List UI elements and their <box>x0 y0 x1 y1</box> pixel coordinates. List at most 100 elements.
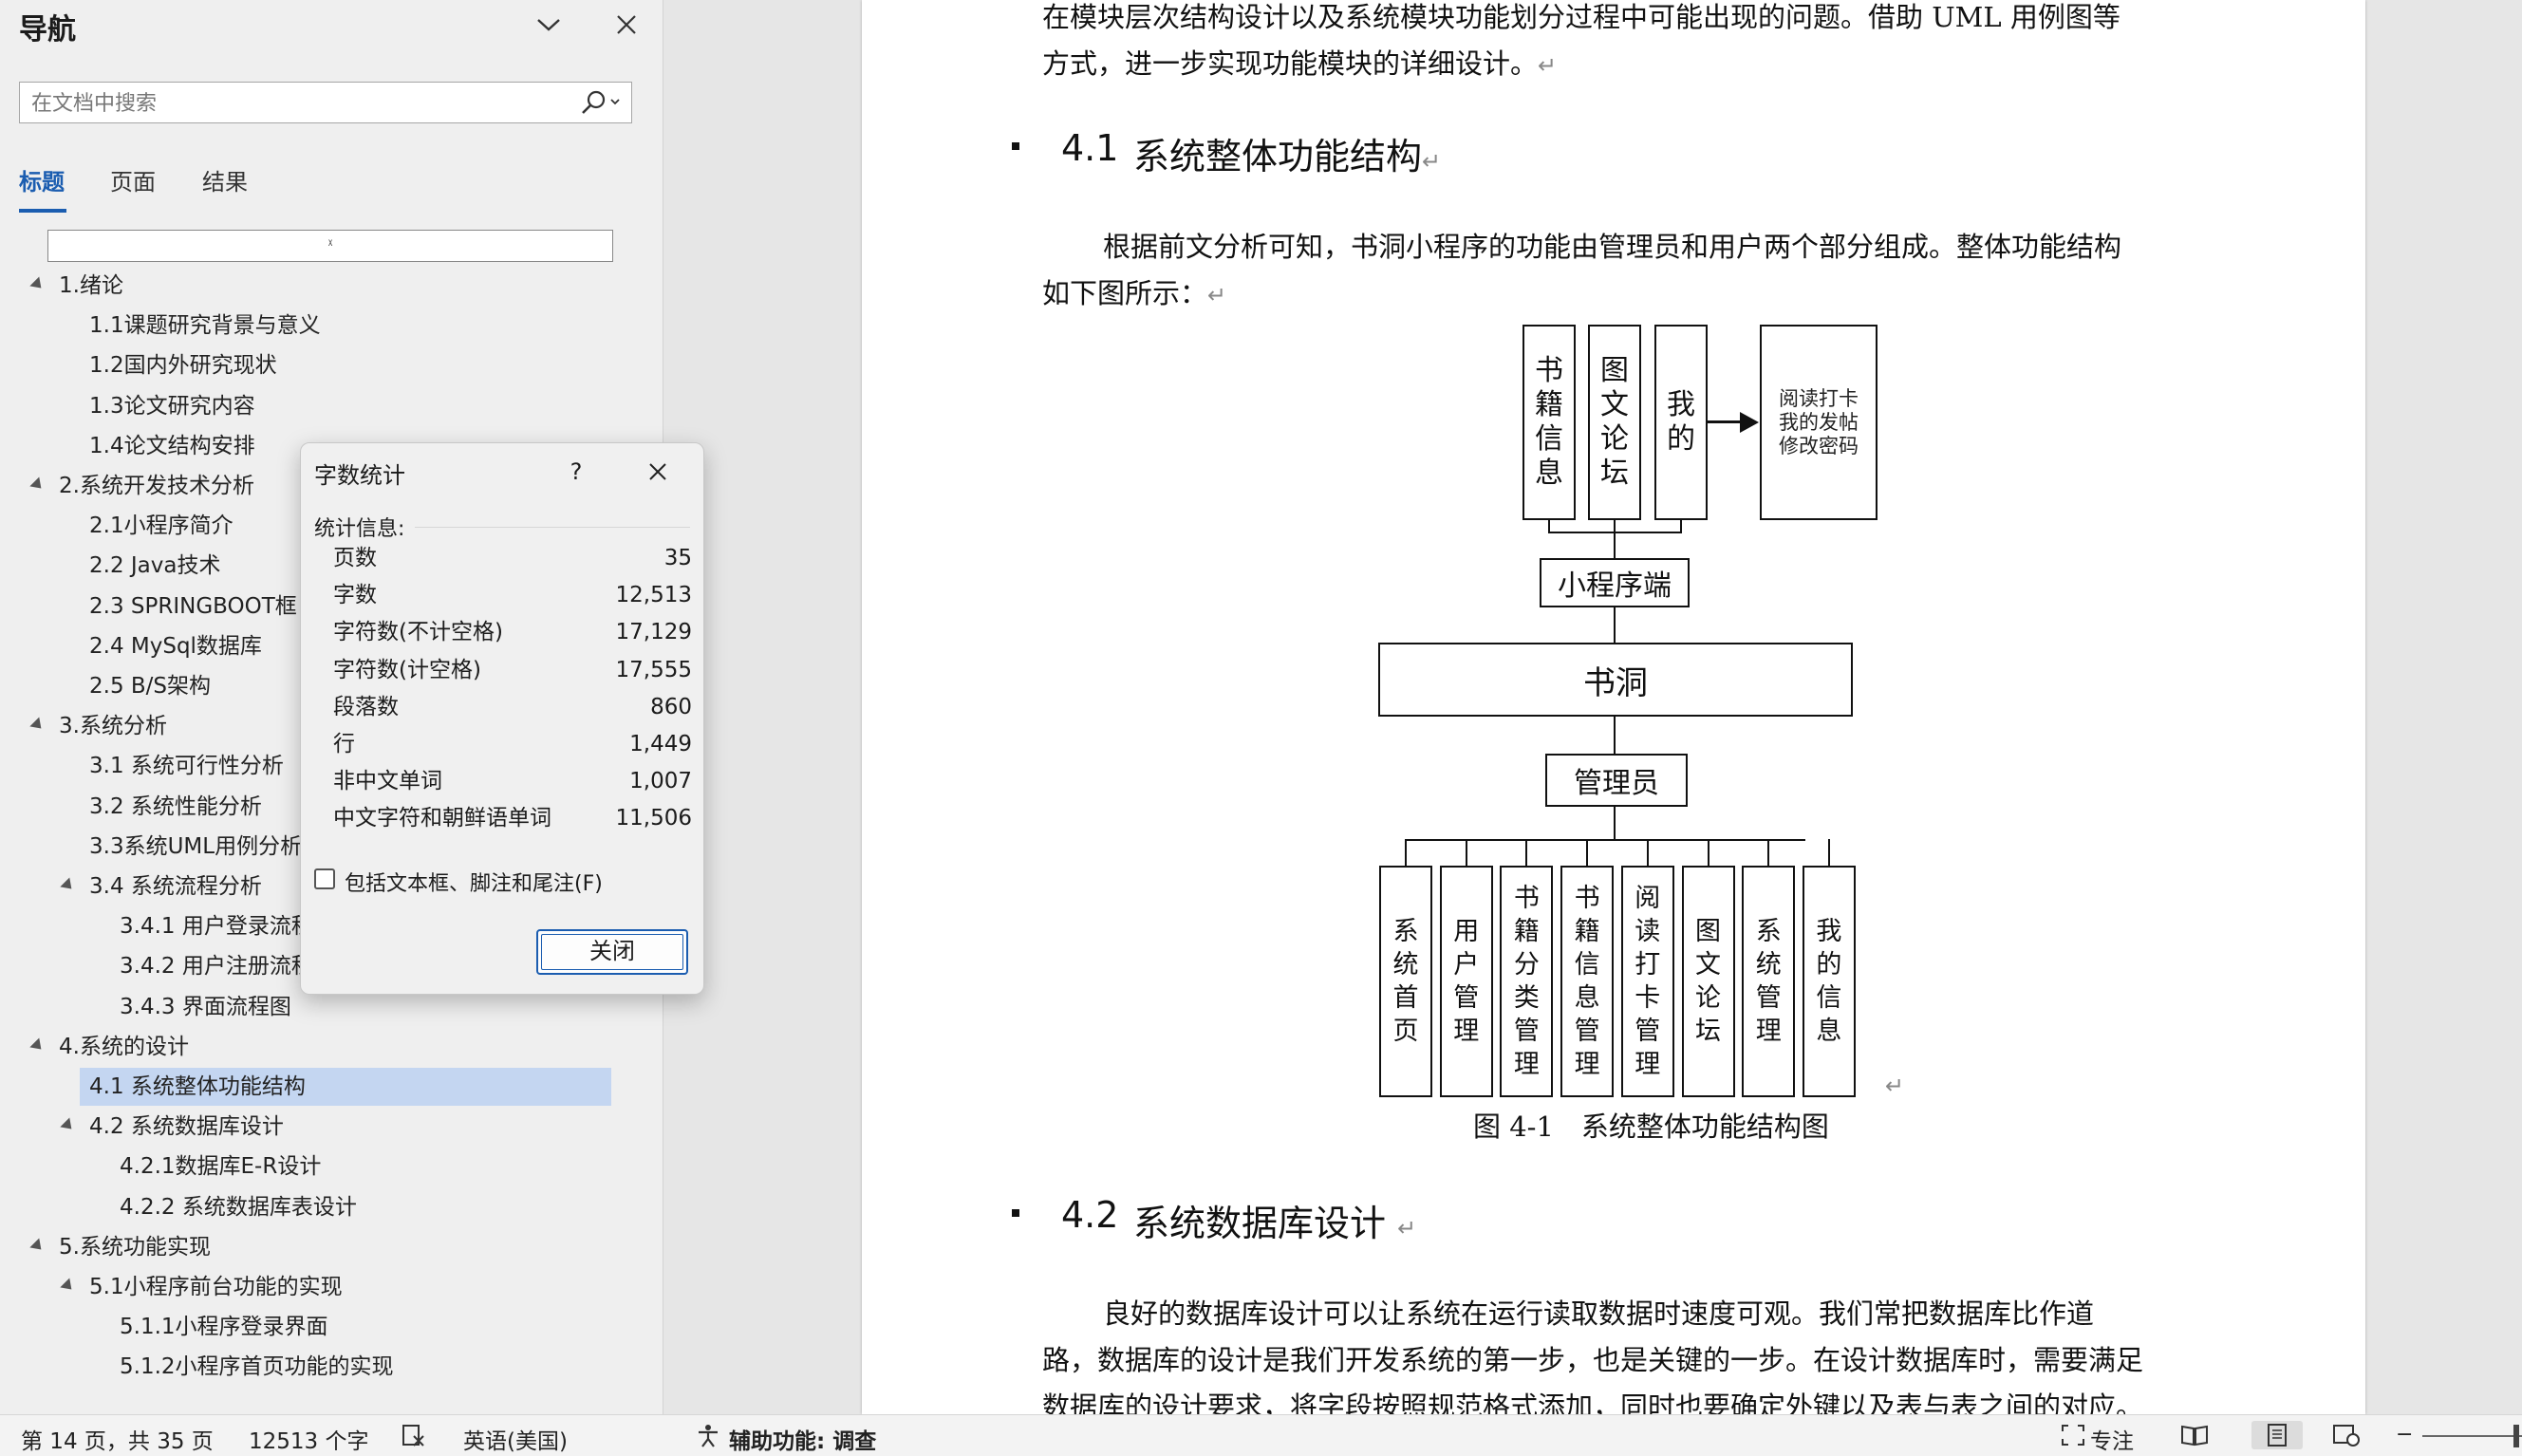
diagram-box-admin-module: 我的信息 <box>1802 866 1856 1097</box>
expand-triangle-icon[interactable] <box>60 877 77 894</box>
outline-item[interactable]: 3.3系统UML用例分析 <box>89 833 303 859</box>
outline-item[interactable]: 2.系统开发技术分析 <box>59 474 254 498</box>
outline-item[interactable]: 1.1课题研究背景与意义 <box>89 313 321 339</box>
arrow-head-icon <box>1740 412 1759 433</box>
diagram-box-admin-module: 系统首页 <box>1379 866 1432 1097</box>
outline-item[interactable]: 3.系统分析 <box>59 714 167 739</box>
heading-bullet <box>1012 142 1019 150</box>
outline-item[interactable]: 1.4论文结构安排 <box>89 433 255 458</box>
zoom-out-button[interactable]: − <box>2396 1423 2414 1447</box>
expand-triangle-icon[interactable] <box>29 1037 47 1055</box>
connector <box>1614 532 1616 560</box>
page-count[interactable]: 第 14 页，共 35 页 <box>21 1429 214 1454</box>
accessibility-icon[interactable] <box>693 1421 723 1449</box>
outline-item[interactable]: 3.4.1 用户登录流程 <box>120 914 313 940</box>
collapse-all-bar[interactable]: ᵡ <box>47 230 613 262</box>
expand-triangle-icon[interactable] <box>29 1238 47 1255</box>
stat-row: 字符数(不计空格)17,129 <box>333 614 692 651</box>
outline-item[interactable]: 3.4.2 用户注册流程 <box>120 954 313 980</box>
connector <box>1405 839 1407 868</box>
zoom-slider-thumb[interactable] <box>2513 1425 2519 1447</box>
focus-label[interactable]: 专注 <box>2090 1429 2134 1454</box>
expand-triangle-icon[interactable] <box>29 276 47 293</box>
return-mark: ↵ <box>1885 1073 1905 1099</box>
expand-triangle-icon[interactable] <box>29 717 47 734</box>
read-mode-icon[interactable] <box>2179 1421 2210 1449</box>
proofing-icon[interactable] <box>399 1421 429 1449</box>
stat-label: 非中文单词 <box>333 769 442 794</box>
connector <box>1614 520 1616 533</box>
diagram-label: 书籍信息 <box>1535 354 1563 490</box>
outline-item[interactable]: 4.1 系统整体功能结构 <box>89 1074 306 1099</box>
stat-value: 1,449 <box>629 732 692 756</box>
statistics-label: 统计信息: <box>314 517 405 541</box>
diagram-box-book-info: 书籍信息 <box>1523 325 1576 520</box>
chevron-down-icon[interactable] <box>528 6 570 44</box>
include-textboxes-checkbox[interactable] <box>314 868 335 889</box>
connector <box>1405 839 1805 841</box>
heading-bullet <box>1012 1209 1019 1217</box>
stat-label: 字符数(不计空格) <box>333 620 503 645</box>
outline-item[interactable]: 3.2 系统性能分析 <box>89 793 262 819</box>
diagram-box-admin: 管理员 <box>1545 754 1688 807</box>
outline-item[interactable]: 3.4.3 界面流程图 <box>120 994 291 1019</box>
stat-value: 17,555 <box>615 657 692 682</box>
tab-pages[interactable]: 页面 <box>110 169 156 196</box>
expand-triangle-icon[interactable] <box>29 476 47 494</box>
outline-item[interactable]: 4.系统的设计 <box>59 1034 189 1059</box>
close-icon[interactable] <box>606 6 647 44</box>
outline-item[interactable]: 4.2.2 系统数据库表设计 <box>120 1194 357 1220</box>
diagram-label: 图文论坛 <box>1600 354 1629 490</box>
connector <box>1827 839 1830 868</box>
diagram-label: 书籍信息管理 <box>1574 884 1600 1079</box>
language[interactable]: 英语(美国) <box>463 1429 568 1454</box>
checkbox-label[interactable]: 包括文本框、脚注和尾注(F) <box>345 872 603 896</box>
print-layout-icon[interactable] <box>2251 1421 2303 1449</box>
expand-triangle-icon[interactable] <box>60 1117 77 1134</box>
outline-item[interactable]: 3.4 系统流程分析 <box>89 874 262 899</box>
help-button[interactable]: ? <box>570 458 583 485</box>
outline-item[interactable]: 1.3论文研究内容 <box>89 393 255 419</box>
diagram-label: 我的信息 <box>1816 917 1842 1046</box>
search-icon[interactable] <box>574 86 626 119</box>
outline-item[interactable]: 1.2国内外研究现状 <box>89 353 277 379</box>
accessibility-status[interactable]: 辅助功能: 调查 <box>729 1429 877 1454</box>
outline-item[interactable]: 2.3 SPRINGBOOT框 <box>89 593 297 619</box>
diagram-label: 我的 <box>1667 388 1695 456</box>
tab-headings[interactable]: 标题 <box>19 169 65 196</box>
outline-item[interactable]: 4.2.1数据库E-R设计 <box>120 1154 322 1180</box>
connector <box>1707 839 1709 868</box>
tab-results[interactable]: 结果 <box>202 169 248 196</box>
outline-item[interactable]: 4.2 系统数据库设计 <box>89 1114 284 1140</box>
diagram-box-admin-module: 图文论坛 <box>1681 866 1735 1097</box>
outline-item[interactable]: 5.1.1小程序登录界面 <box>120 1315 328 1340</box>
outline-item[interactable]: 5.1.2小程序首页功能的实现 <box>120 1354 394 1380</box>
connector <box>1614 607 1616 644</box>
outline-item[interactable]: 5.1小程序前台功能的实现 <box>89 1275 343 1299</box>
search-input[interactable] <box>29 88 565 119</box>
document-page: 在模块层次结构设计以及系统模块功能划分过程中可能出现的问题。借助 UML 用例图… <box>862 0 2365 1414</box>
outline-item[interactable]: 1.绪论 <box>59 273 123 298</box>
web-layout-icon[interactable] <box>2331 1421 2362 1449</box>
outline-item[interactable]: 2.4 MySql数据库 <box>89 633 262 659</box>
connector <box>1680 520 1682 533</box>
search-box[interactable] <box>19 82 632 123</box>
outline-item[interactable]: 2.1小程序简介 <box>89 513 234 539</box>
zoom-slider[interactable] <box>2422 1435 2522 1437</box>
close-button[interactable]: 关闭 <box>536 929 688 975</box>
expand-triangle-icon[interactable] <box>60 1278 77 1295</box>
outline-item[interactable]: 2.2 Java技术 <box>89 553 221 579</box>
focus-icon[interactable] <box>2058 1421 2088 1449</box>
diagram-label: 图文论坛 <box>1695 917 1721 1046</box>
connector <box>1614 807 1616 841</box>
outline-item[interactable]: 3.1 系统可行性分析 <box>89 754 284 779</box>
word-count[interactable]: 12513 个字 <box>249 1429 369 1454</box>
status-bar: 第 14 页，共 35 页 12513 个字 英语(美国) 辅助功能: 调查 专… <box>0 1414 2522 1456</box>
outline-item[interactable]: 2.5 B/S架构 <box>89 674 212 699</box>
dialog-close-icon[interactable] <box>639 453 677 491</box>
diagram-box-my-detail: 阅读打卡 我的发帖 修改密码 <box>1760 325 1877 520</box>
stat-value: 11,506 <box>615 806 692 831</box>
diagram-box-admin-module: 系统管理 <box>1742 866 1796 1097</box>
outline-item[interactable]: 5.系统功能实现 <box>59 1234 211 1260</box>
